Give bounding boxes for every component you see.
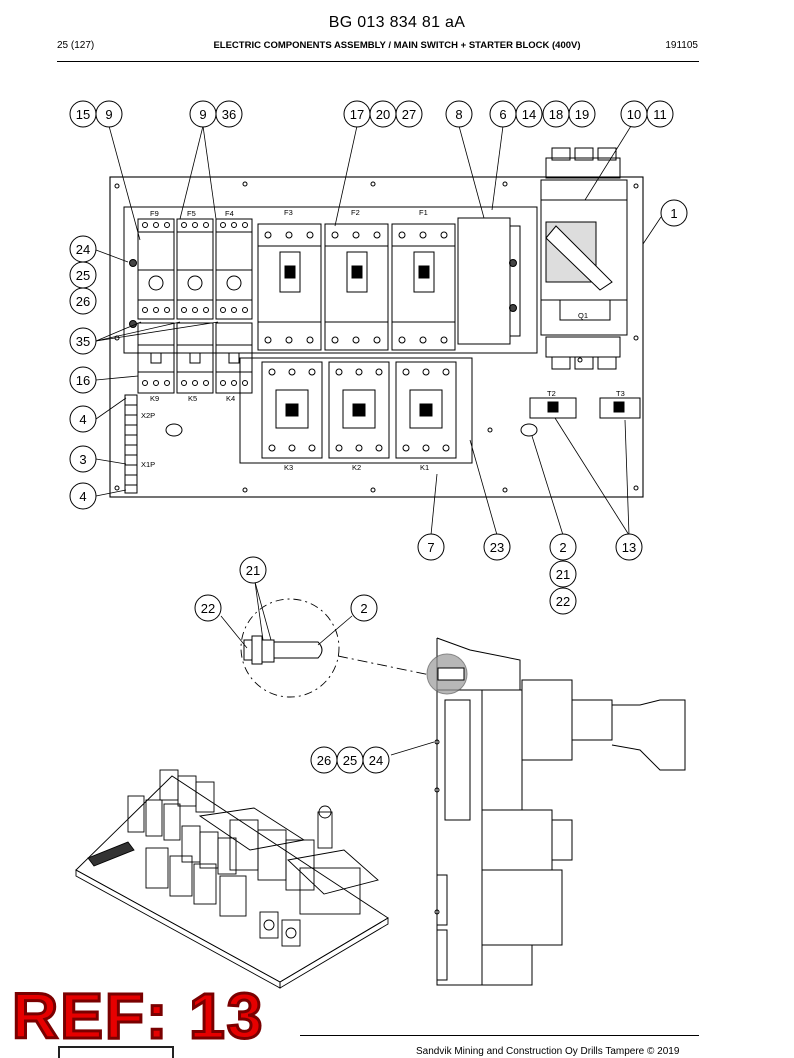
- callout-4: 4: [79, 412, 86, 427]
- callout-35: 35: [76, 334, 90, 349]
- callout-19: 19: [575, 107, 589, 122]
- main-switch-q1: [540, 147, 628, 370]
- label-x1p: X1P: [141, 460, 155, 469]
- upper-sub-panel: [123, 206, 538, 354]
- callout-8: 8: [455, 107, 462, 122]
- transformers-t2-t3: [529, 397, 641, 419]
- isometric-view: [75, 769, 389, 989]
- callout-7: 7: [427, 540, 434, 555]
- cable-gland-left: [165, 423, 183, 437]
- label-f1: F1: [419, 208, 428, 217]
- label-t2: T2: [547, 389, 556, 398]
- callout-24: 24: [369, 753, 383, 768]
- label-f2: F2: [351, 208, 360, 217]
- footer-rule: [300, 1035, 699, 1036]
- callout-1: 1: [670, 206, 677, 221]
- label-f9: F9: [150, 209, 159, 218]
- callout-4: 4: [79, 489, 86, 504]
- motor-protectors-f9-f5-f4: [137, 218, 253, 320]
- callout-balloons: 15 9 9 36 17 20 27 8 6 14 18 19 10 11 1 …: [69, 100, 688, 774]
- cable-gland-right: [520, 423, 538, 437]
- callout-14: 14: [522, 107, 536, 122]
- revision-date: 191105: [665, 40, 698, 51]
- lower-sub-panel: [239, 357, 473, 464]
- callout-6: 6: [499, 107, 506, 122]
- callout-36: 36: [222, 107, 236, 122]
- callout-21: 21: [556, 567, 570, 582]
- page-number: 25 (127): [57, 40, 95, 51]
- label-t3: T3: [616, 389, 625, 398]
- company-logo: [58, 1046, 174, 1058]
- callout-17: 17: [350, 107, 364, 122]
- label-k9: K9: [150, 394, 159, 403]
- callout-23: 23: [490, 540, 504, 555]
- cover-flange: [509, 225, 521, 337]
- callout-2: 2: [559, 540, 566, 555]
- label-k2: K2: [352, 463, 361, 472]
- callout-24: 24: [76, 242, 90, 257]
- label-k1: K1: [420, 463, 429, 472]
- callout-18: 18: [549, 107, 563, 122]
- callout-22: 22: [556, 594, 570, 609]
- callout-10: 10: [627, 107, 641, 122]
- callout-2: 2: [360, 601, 367, 616]
- callout-9: 9: [199, 107, 206, 122]
- contactors-k3-k2-k1: [261, 361, 457, 459]
- callout-15: 15: [76, 107, 90, 122]
- circuit-breakers-f3-f2-f1: [257, 223, 456, 351]
- callout-22: 22: [201, 601, 215, 616]
- label-k4: K4: [226, 394, 235, 403]
- callout-26: 26: [317, 753, 331, 768]
- label-k5: K5: [188, 394, 197, 403]
- label-k3: K3: [284, 463, 293, 472]
- callout-3: 3: [79, 452, 86, 467]
- label-f4: F4: [225, 209, 234, 218]
- callout-25: 25: [76, 268, 90, 283]
- detail-view: [240, 598, 431, 698]
- terminal-strips: [124, 394, 138, 494]
- copyright-footer: Sandvik Mining and Construction Oy Drill…: [416, 1046, 680, 1057]
- side-view: [426, 637, 686, 986]
- callout-11: 11: [653, 107, 667, 122]
- contactors-k9-k5-k4: [137, 322, 253, 394]
- reference-stamp: REF: 13: [10, 980, 265, 1052]
- callout-13: 13: [622, 540, 636, 555]
- header-rule: [57, 61, 699, 62]
- document-number: BG 013 834 81 aA: [328, 14, 466, 31]
- callout-27: 27: [402, 107, 416, 122]
- label-f5: F5: [187, 209, 196, 218]
- callout-9: 9: [105, 107, 112, 122]
- page-title: ELECTRIC COMPONENTS ASSEMBLY / MAIN SWIT…: [213, 40, 581, 51]
- callout-25: 25: [343, 753, 357, 768]
- callout-26: 26: [76, 294, 90, 309]
- mounting-plate: [109, 176, 644, 498]
- callout-20: 20: [376, 107, 390, 122]
- callout-21: 21: [246, 563, 260, 578]
- leader-lines: [95, 125, 662, 756]
- label-x2p: X2P: [141, 411, 155, 420]
- label-f3: F3: [284, 208, 293, 217]
- callout-16: 16: [76, 373, 90, 388]
- terminal-cover: [457, 217, 511, 345]
- label-q1: Q1: [578, 311, 588, 320]
